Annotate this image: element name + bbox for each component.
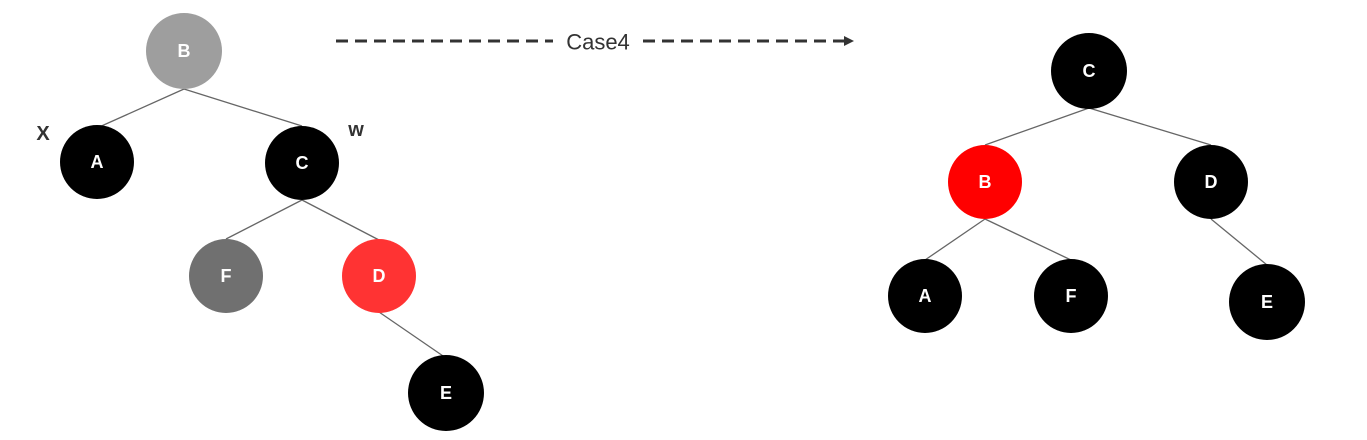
node-label: C <box>1083 61 1096 81</box>
edge-b-c <box>183 88 303 127</box>
node-circle <box>189 239 263 313</box>
node-label: F <box>221 266 232 286</box>
edge-d-e <box>378 311 447 359</box>
before-node-a: A <box>60 125 134 199</box>
label-w: w <box>347 119 364 141</box>
node-label: F <box>1066 286 1077 306</box>
before-node-c: C <box>265 126 339 200</box>
edge-d-e <box>1210 218 1268 266</box>
edge-c-d <box>301 199 380 241</box>
node-label: D <box>1205 172 1218 192</box>
before-node-e: E <box>408 355 484 431</box>
node-circle <box>265 126 339 200</box>
edge-b-f <box>984 218 1072 261</box>
node-circle <box>1229 264 1305 340</box>
node-circle <box>1034 259 1108 333</box>
before-node-b: B <box>146 13 222 89</box>
after-tree: C B D A F E <box>888 33 1305 340</box>
node-circle <box>948 145 1022 219</box>
edge-c-b <box>984 107 1090 146</box>
after-node-d: D <box>1174 145 1248 219</box>
node-circle <box>342 239 416 313</box>
after-node-e: E <box>1229 264 1305 340</box>
node-label: B <box>178 41 191 61</box>
before-node-d: D <box>342 239 416 313</box>
node-label: C <box>296 153 309 173</box>
after-node-c: C <box>1051 33 1127 109</box>
before-node-f: F <box>189 239 263 313</box>
case-arrow: Case4 <box>336 30 854 55</box>
node-label: B <box>979 172 992 192</box>
node-label: E <box>1261 292 1273 312</box>
arrow-label: Case4 <box>566 30 630 55</box>
after-node-f: F <box>1034 259 1108 333</box>
node-label: A <box>91 152 104 172</box>
label-x: X <box>36 123 50 145</box>
node-circle <box>408 355 484 431</box>
node-circle <box>888 259 962 333</box>
node-label: E <box>440 383 452 403</box>
node-label: A <box>919 286 932 306</box>
edge-c-f <box>225 199 303 240</box>
before-tree: B A C F D E X w <box>36 13 484 431</box>
node-circle <box>146 13 222 89</box>
edge-b-a <box>924 218 986 261</box>
after-node-a: A <box>888 259 962 333</box>
node-circle <box>60 125 134 199</box>
node-circle <box>1051 33 1127 109</box>
edge-b-a <box>96 88 185 129</box>
after-node-b: B <box>948 145 1022 219</box>
node-circle <box>1174 145 1248 219</box>
node-label: D <box>373 266 386 286</box>
edge-c-d <box>1088 107 1212 146</box>
